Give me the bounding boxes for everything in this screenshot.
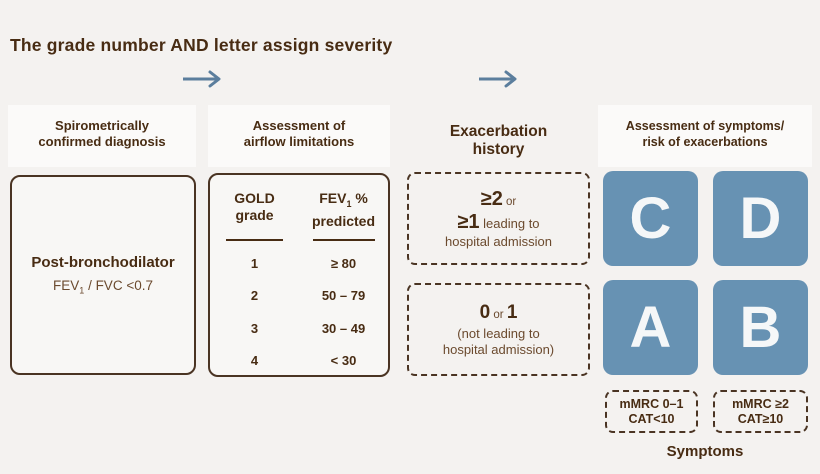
table-row: 2 50 – 79 [210,279,388,312]
quadrant-d: D [713,171,808,266]
page-title: The grade number AND letter assign sever… [10,35,393,55]
quadrant-c: C [603,171,698,266]
underline-fev [312,238,375,241]
table-row: 1 ≥ 80 [210,247,388,280]
gold-grade-table: GOLD grade FEV1 % predicted 1 ≥ 80 2 50 … [208,173,390,377]
column-header-exacerbation: Exacerbation history [449,123,548,158]
symptom-box-high-line2: CAT≥10 [737,411,784,426]
header-band-airflow [208,105,390,167]
quadrant-b: B [713,280,808,375]
exacerbation-high-line1: ≥2 or [480,187,517,210]
symptoms-label: Symptoms [666,443,744,460]
exacerbation-low-line2: (not leading to [457,326,540,341]
exacerbation-low-line1: 0 or 1 [479,302,518,323]
symptom-box-low-line2: CAT<10 [628,411,675,426]
exacerbation-high-line3: hospital admission [445,233,552,249]
exacerbation-high-line2: ≥1 leading to [457,210,540,233]
fev-value: 50 – 79 [321,288,366,304]
grade-value: 3 [250,320,259,336]
fev-value: ≥ 80 [330,255,357,271]
quadrant-a: A [603,280,698,375]
symptom-box-low: mMRC 0–1 CAT<10 [605,390,698,433]
fev-value: 30 – 49 [321,320,366,336]
exacerbation-high-box: ≥2 or ≥1 leading to hospital admission [407,172,590,265]
grade-value: 1 [250,255,259,271]
column-header-symptoms-risk: Assessment of symptoms/ risk of exacerba… [625,119,785,149]
header-band-symptoms-risk [598,105,812,167]
flow-arrow-icon [183,70,221,88]
symptom-box-low-line1: mMRC 0–1 [619,396,684,411]
symptom-box-high: mMRC ≥2 CAT≥10 [713,390,808,433]
column-header-diagnosis: Spirometrically confirmed diagnosis [38,118,166,149]
gold-table-header-row: GOLD grade FEV1 % predicted [210,190,388,230]
table-row: 4 < 30 [210,344,388,377]
exacerbation-low-line3: hospital admission) [442,341,555,357]
fev-value: < 30 [330,353,357,369]
table-row: 3 30 – 49 [210,312,388,345]
column-header-airflow: Assessment of airflow limitations [243,118,355,149]
gold-table-rows: 1 ≥ 80 2 50 – 79 3 30 – 49 4 < 30 [210,247,388,377]
diagnosis-box-formula: FEV1 / FVC <0.7 [53,278,153,296]
exacerbation-low-box: 0 or 1 (not leading to hospital admissio… [407,283,590,376]
grade-value: 2 [250,288,259,304]
diagnosis-box: Post-bronchodilator FEV1 / FVC <0.7 [10,175,196,375]
header-band-diagnosis [8,105,196,167]
underline-grade [226,238,283,241]
gold-table-header-fev: FEV1 % predicted [311,190,375,229]
grade-value: 4 [250,353,259,369]
gold-table-header-grade: GOLD grade [234,190,275,223]
gold-table-underlines [210,238,388,241]
flow-arrow-icon [479,70,517,88]
symptom-box-high-line1: mMRC ≥2 [732,396,789,411]
diagnosis-box-title: Post-bronchodilator [31,254,175,272]
